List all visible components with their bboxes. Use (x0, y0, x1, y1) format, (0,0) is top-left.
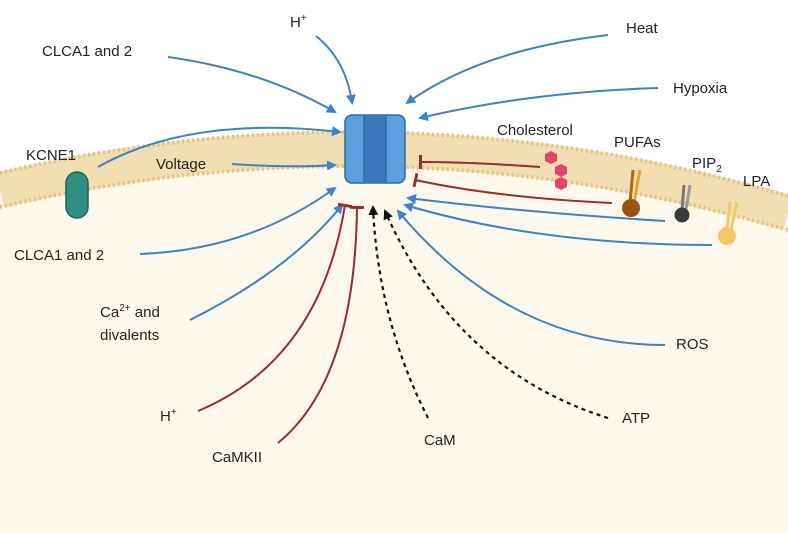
arrow-hypoxia (418, 87, 659, 122)
label-pufas: PUFAs (614, 134, 661, 151)
label-cholesterol: Cholesterol (497, 122, 573, 139)
arrow-h-plus-top (315, 35, 356, 105)
arrow-heat (405, 34, 609, 105)
label-kcne1: KCNE1 (26, 147, 76, 164)
pufa-lipid-icon (622, 169, 642, 217)
label-h-plus-top: H+ (290, 13, 307, 31)
label-voltage: Voltage (156, 156, 206, 173)
arrow-atp (383, 209, 609, 420)
label-heat: Heat (626, 20, 659, 37)
arrow-kcne1 (97, 126, 342, 168)
cholesterol-icon (545, 151, 567, 190)
label-ca-divalents-line1: Ca2+ and (100, 303, 160, 321)
label-clca-top: CLCA1 and 2 (42, 43, 132, 60)
arrow-pip2 (406, 194, 666, 222)
pip2-lipid-icon (674, 184, 692, 223)
arrow-lpa (403, 202, 713, 246)
label-h-plus-bottom: H+ (160, 407, 177, 425)
inhibit-cholesterol (418, 154, 541, 170)
ion-channel-icon (344, 114, 406, 184)
inhibition-lines (197, 154, 613, 444)
labels: H+ Heat CLCA1 and 2 Hypoxia KCNE1 Voltag… (14, 13, 770, 466)
inhibit-camkii (277, 205, 365, 444)
label-lpa: LPA (743, 173, 770, 190)
label-clca-bottom: CLCA1 and 2 (14, 247, 104, 264)
arrow-ros (396, 209, 666, 346)
arrow-clca-bottom (139, 186, 337, 255)
inhibit-h-plus-bottom (197, 202, 353, 412)
arrow-cam (368, 205, 429, 419)
indirect-arrows (368, 205, 609, 420)
activation-arrows (97, 34, 713, 346)
label-atp: ATP (622, 410, 650, 427)
label-ros: ROS (676, 336, 709, 353)
kcne1-protein-icon (65, 171, 89, 219)
arrow-clca-top (167, 56, 337, 113)
label-cam: CaM (424, 432, 456, 449)
label-camkii: CaMKII (212, 449, 262, 466)
label-hypoxia: Hypoxia (673, 80, 728, 97)
label-ca-divalents-line2: divalents (100, 327, 159, 344)
lpa-lipid-icon (718, 201, 739, 245)
arrow-ca-divalents (189, 203, 344, 321)
arrow-voltage (231, 160, 337, 171)
inhibit-pufas (412, 172, 613, 204)
label-pip2: PIP2 (692, 155, 722, 175)
